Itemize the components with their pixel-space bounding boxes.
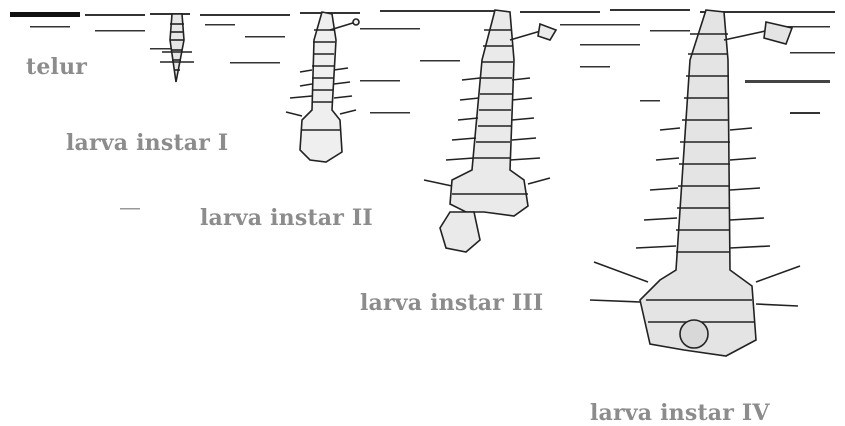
label-instar-3: larva instar III [360,290,543,316]
label-instar-2: larva instar II [200,205,373,231]
label-instar-4: larva instar IV [590,400,770,426]
label-egg: telur [26,54,87,80]
label-instar-1: larva instar I [66,130,228,156]
larva-instar-4-illustration [590,10,800,356]
larva-instar-2-illustration [424,10,556,252]
larva-instar-1-illustration [286,12,359,162]
